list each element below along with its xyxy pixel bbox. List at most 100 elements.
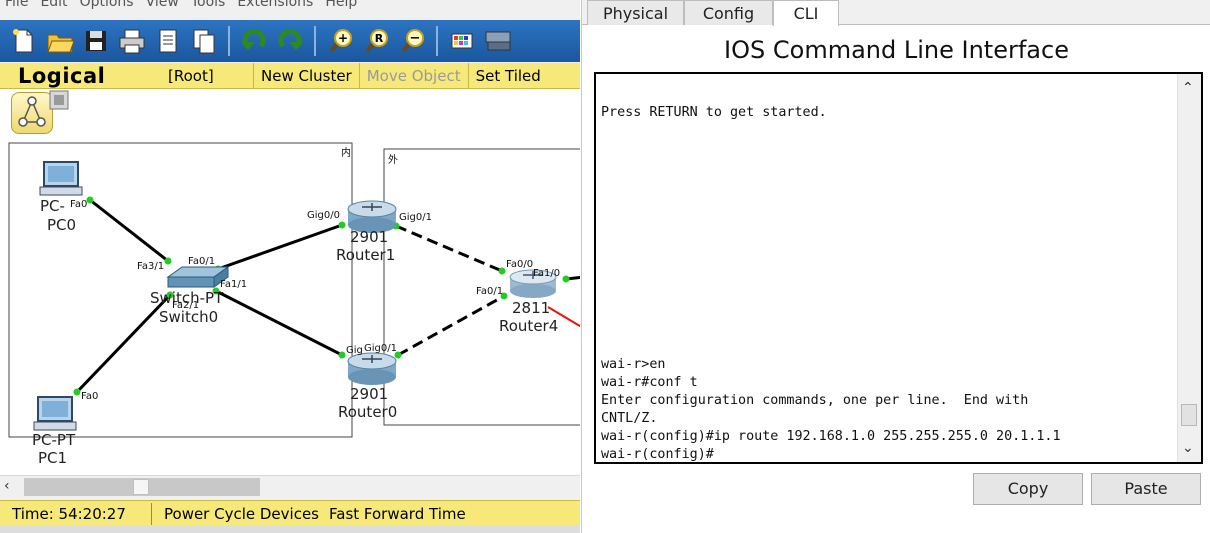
- switch0-name-label[interactable]: Switch0: [159, 308, 219, 326]
- new-cluster-button[interactable]: New Cluster: [253, 62, 359, 89]
- port-label-r4-fa0-1: Fa0/1: [476, 286, 504, 297]
- pc1-name-label[interactable]: PC1: [38, 449, 68, 467]
- topology-drawing: [8, 142, 580, 438]
- pointer-arrow: [547, 306, 580, 328]
- menu-edit[interactable]: Edit: [40, 0, 68, 10]
- cli-line: CNTL/Z.: [601, 411, 658, 426]
- pc1-model-label: PC-PT: [32, 431, 76, 449]
- new-button[interactable]: [6, 23, 42, 59]
- menu-extensions[interactable]: Extensions: [237, 0, 314, 10]
- redo-icon: [278, 28, 303, 50]
- viewport-icon[interactable]: [48, 89, 70, 111]
- bottom-strip: [0, 526, 580, 533]
- port-label-sw-fa1-1: Fa1/1: [220, 279, 248, 290]
- scroll-thumb[interactable]: [133, 479, 149, 495]
- cluster-inner-box: [8, 142, 353, 438]
- port-label-r4-fa1-0: Fa1/0: [533, 268, 561, 279]
- menu-file[interactable]: File: [5, 0, 29, 10]
- cli-title: IOS Command Line Interface: [724, 36, 1069, 64]
- pc0-model-label: PC-: [40, 197, 65, 215]
- set-tiled-button[interactable]: Set Tiled: [467, 62, 548, 89]
- fast-forward-time-button[interactable]: Fast Forward Time: [329, 504, 466, 523]
- zoom-reset-icon: R: [365, 29, 388, 53]
- device-tabs: Physical Config CLI: [582, 0, 1210, 26]
- pc1-icon: [33, 396, 77, 431]
- cluster-outer-label: 外: [388, 155, 398, 166]
- cli-terminal[interactable]: Press RETURN to get started. wai-r>en wa…: [594, 72, 1203, 464]
- zoom-reset-button[interactable]: R: [358, 23, 394, 59]
- palette-button[interactable]: [444, 23, 480, 59]
- topology-icon: [18, 96, 46, 127]
- menu-bar: File Edit Options View Tools Extensions …: [0, 0, 580, 14]
- logical-view-button[interactable]: [11, 92, 53, 134]
- router1-name-label[interactable]: Router1: [336, 246, 396, 264]
- router4-icon: [509, 269, 557, 298]
- cli-line: wai-r>en: [601, 357, 666, 372]
- link-router0-router4: [397, 294, 505, 357]
- canvas-horizontal-scrollbar[interactable]: ‹: [0, 475, 580, 497]
- root-cluster-link[interactable]: [Root]: [168, 66, 214, 85]
- svg-text:R: R: [375, 32, 384, 45]
- cli-output[interactable]: Press RETURN to get started. wai-r>en wa…: [601, 74, 1176, 462]
- activity-wizard-button[interactable]: [150, 23, 186, 59]
- open-icon: [47, 34, 75, 53]
- copy-tool-button[interactable]: [186, 23, 222, 59]
- copy-button[interactable]: Copy: [973, 473, 1083, 505]
- redo-button[interactable]: [272, 23, 308, 59]
- port-label-pc0-fa0: Fa0: [70, 199, 88, 210]
- scroll-up-icon[interactable]: ⌃: [1182, 80, 1194, 96]
- scroll-thumb[interactable]: [1181, 404, 1197, 426]
- svg-text:+: +: [338, 31, 348, 45]
- device-icon: [485, 31, 511, 51]
- toolbar-separator: [436, 26, 438, 56]
- cluster-inner-label: 内: [341, 148, 351, 159]
- power-cycle-devices-button[interactable]: Power Cycle Devices: [164, 504, 319, 523]
- zoom-in-icon: +: [329, 29, 352, 53]
- router1-icon: [347, 200, 397, 233]
- link-switch0-router0: [215, 289, 343, 357]
- tab-cli[interactable]: CLI: [773, 0, 839, 26]
- pc0-icon: [39, 161, 83, 196]
- port-label-sw-fa0-1: Fa0/1: [188, 256, 216, 267]
- menu-view[interactable]: View: [145, 0, 179, 10]
- activity-wizard-icon: [159, 29, 177, 53]
- svg-text:−: −: [410, 31, 421, 46]
- open-button[interactable]: [42, 23, 78, 59]
- palette-icon: [451, 33, 473, 49]
- menu-options[interactable]: Options: [79, 0, 134, 10]
- copy-icon: [193, 29, 215, 54]
- toolbar-separator: [228, 26, 230, 56]
- cli-prompt-line[interactable]: wai-r(config)#: [601, 447, 714, 462]
- router4-name-label[interactable]: Router4: [499, 317, 559, 335]
- save-button[interactable]: [78, 23, 114, 59]
- paste-button[interactable]: Paste: [1091, 473, 1201, 505]
- scroll-down-icon[interactable]: ⌄: [1182, 440, 1194, 456]
- link-pc0-switch0: [89, 198, 169, 263]
- pc0-name-label[interactable]: PC0: [47, 216, 77, 234]
- menu-tools[interactable]: Tools: [190, 0, 226, 10]
- print-button[interactable]: [114, 23, 150, 59]
- link-router1-router4: [395, 224, 503, 273]
- device-config-window: Physical Config CLI IOS Command Line Int…: [581, 0, 1210, 533]
- undo-button[interactable]: [236, 23, 272, 59]
- link-switch0-router1: [217, 223, 343, 271]
- tab-config[interactable]: Config: [684, 0, 773, 25]
- port-label-r1-gig0-1: Gig0/1: [399, 212, 432, 223]
- cli-vertical-scrollbar[interactable]: ⌃ ⌄: [1177, 74, 1201, 462]
- router0-name-label[interactable]: Router0: [338, 403, 398, 421]
- router0-model-label: 2901: [350, 385, 389, 403]
- cli-line: Enter configuration commands, one per li…: [601, 393, 1029, 408]
- logical-workspace-pane: File Edit Options View Tools Extensions …: [0, 0, 580, 533]
- port-label-sw-fa2-1: Fa2/1: [172, 300, 200, 311]
- custom-device-button[interactable]: [480, 23, 516, 59]
- tab-physical[interactable]: Physical: [587, 0, 684, 25]
- topology-canvas[interactable]: 内 外 PC- PC0 PC-PT PC1 Switch-PT Switch0 …: [0, 89, 580, 475]
- cli-line: wai-r#conf t: [601, 375, 698, 390]
- scroll-left-icon[interactable]: ‹: [4, 478, 10, 494]
- cli-line: wai-r(config)#ip route 192.168.1.0 255.2…: [601, 429, 1061, 444]
- zoom-in-button[interactable]: +: [322, 23, 358, 59]
- menu-help[interactable]: Help: [325, 0, 358, 10]
- toolbar-separator: [314, 26, 316, 56]
- zoom-out-button[interactable]: −: [394, 23, 430, 59]
- logical-mode-label[interactable]: Logical: [18, 63, 106, 88]
